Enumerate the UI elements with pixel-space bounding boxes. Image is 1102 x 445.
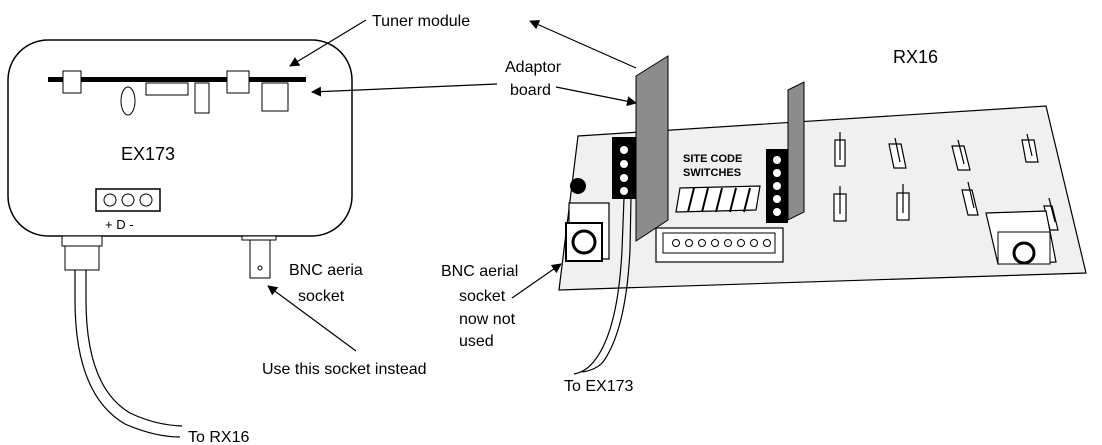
label-use-this-socket: Use this socket instead <box>262 361 427 378</box>
adaptor-board-panel <box>635 55 669 242</box>
label-bnc-aerial-unused: BNC aerial <box>441 263 518 280</box>
ex173-cable-gland <box>61 235 103 247</box>
rx16-header-pin <box>773 208 781 216</box>
dip-switch <box>701 187 709 213</box>
label-to-rx16: To RX16 <box>188 429 249 445</box>
ex173-bnc-hole <box>257 265 263 271</box>
rx16-relays <box>833 132 1059 231</box>
rx16-title: RX16 <box>893 47 938 67</box>
dip-switch <box>715 187 723 213</box>
label-adaptor-board: board <box>510 82 551 99</box>
ex173-unit: EX173 + D - <box>7 39 353 279</box>
ex173-title: EX173 <box>121 144 175 164</box>
ex173-pin-labels: + D - <box>105 217 134 232</box>
arrow-adaptor-to-rx16 <box>555 86 637 107</box>
rx16-led <box>570 178 586 194</box>
label-tuner-module: Tuner module <box>372 13 470 30</box>
terminal-holes <box>672 239 771 247</box>
label-site-code: SWITCHES <box>683 167 741 179</box>
ex173-pin <box>139 193 153 207</box>
rx16-header-pin <box>773 169 781 177</box>
ex173-component <box>62 70 82 94</box>
ex173-enclosure <box>7 39 353 237</box>
label-bnc-aerial-unused: used <box>459 333 494 350</box>
cable-to-ex173 <box>573 197 625 375</box>
ex173-component <box>226 70 250 94</box>
rx16-power-socket-hole <box>1012 241 1036 265</box>
label-bnc-aerial-unused: now not <box>459 311 516 328</box>
rx16-header-pin <box>773 156 781 164</box>
ex173-bnc-socket <box>249 239 271 279</box>
label-site-code: SITE CODE <box>683 153 742 165</box>
arrow-adaptor-to-ex173 <box>311 83 498 97</box>
site-code-switch-block <box>675 185 761 213</box>
arrow-tuner-to-ex173 <box>289 19 367 67</box>
ex173-capacitor <box>120 86 136 116</box>
adaptor-board-panel-2 <box>787 81 805 221</box>
dip-switch <box>729 187 737 213</box>
cable-to-rx16 <box>74 270 181 438</box>
label-adaptor-board: Adaptor <box>505 59 562 76</box>
ex173-component <box>194 82 210 114</box>
rx16-header-pin <box>620 160 628 168</box>
rx16-header-pin <box>620 146 628 154</box>
dip-switch <box>687 187 695 213</box>
arrow-tuner-to-rx16 <box>529 20 637 69</box>
rx16-header-pin <box>620 174 628 182</box>
ex173-pin <box>121 193 135 207</box>
ex173-component <box>261 82 289 112</box>
cable-to-ex173 <box>581 197 632 373</box>
ex173-cable-gland <box>64 245 100 271</box>
rx16-header-pin <box>773 195 781 203</box>
rx16-header-pin <box>773 182 781 190</box>
label-bnc-aeria-socket: socket <box>298 288 345 305</box>
rx16-board: SITE CODE SWITCHES <box>558 55 1087 291</box>
ex173-component <box>145 82 189 96</box>
rx16-bnc-hole <box>571 229 597 255</box>
label-bnc-aeria-socket: BNC aeria <box>289 262 363 279</box>
dip-switch <box>743 187 751 213</box>
ex173-pin <box>103 193 117 207</box>
ex173-circuit-board <box>48 77 306 82</box>
label-bnc-aerial-unused: socket <box>459 288 506 305</box>
ex173-bnc-socket <box>241 235 277 241</box>
arrow-use-socket <box>267 285 357 352</box>
label-to-ex173: To EX173 <box>564 378 633 395</box>
arrow-bnc-unused <box>511 263 562 299</box>
cable-to-rx16 <box>85 270 183 427</box>
rx16-header-pin <box>620 187 628 195</box>
